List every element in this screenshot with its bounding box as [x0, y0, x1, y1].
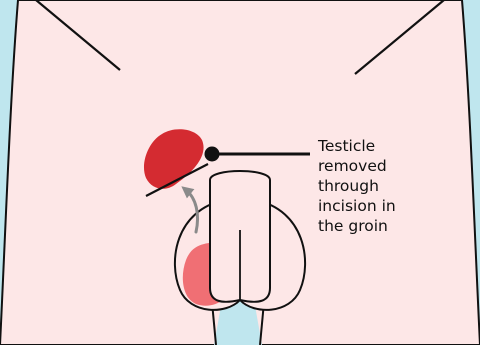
callout-line-5: the groin: [318, 217, 388, 235]
callout-line-3: through: [318, 177, 379, 195]
callout-dot-icon: [205, 147, 220, 162]
callout-line-4: incision in: [318, 197, 396, 215]
callout-line-2: removed: [318, 157, 387, 175]
callout-line-1: Testicle: [317, 137, 375, 155]
